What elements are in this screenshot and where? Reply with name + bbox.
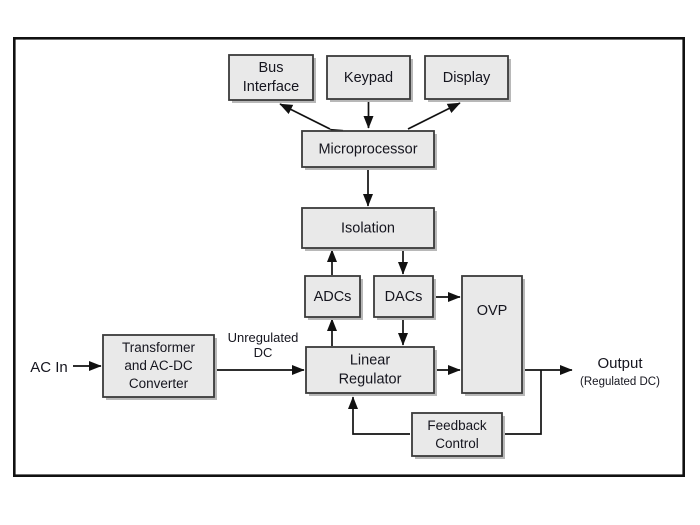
block-microprocessor[interactable]: Microprocessor bbox=[301, 130, 437, 170]
keypad-label: Keypad bbox=[344, 70, 393, 86]
keypad-box bbox=[326, 55, 411, 100]
free-label-layer: AC In Unregulated DC Output (Regulated D… bbox=[30, 330, 660, 388]
connector-layer bbox=[73, 100, 573, 435]
transformer-label-line1: Transformer bbox=[122, 340, 196, 355]
bus-interface-label-line2: Interface bbox=[243, 79, 299, 95]
microprocessor-box bbox=[301, 130, 435, 168]
bus-interface-box bbox=[228, 54, 314, 101]
adcs-label: ADCs bbox=[314, 289, 352, 305]
ovp-label: OVP bbox=[477, 303, 508, 319]
diagram-frame bbox=[13, 36, 686, 477]
transformer-label-line3: Converter bbox=[129, 376, 189, 391]
microprocessor-label: Microprocessor bbox=[318, 141, 417, 157]
transformer-box bbox=[102, 334, 215, 398]
regulated-dc-label: (Regulated DC) bbox=[580, 376, 660, 388]
linear-regulator-box bbox=[305, 346, 435, 394]
block-ovp[interactable]: OVP bbox=[461, 275, 525, 396]
block-isolation[interactable]: Isolation bbox=[301, 207, 437, 251]
unregulated-dc-label-line2: DC bbox=[254, 345, 273, 360]
feedback-control-label-line2: Control bbox=[435, 436, 479, 451]
bus-interface-label-line1: Bus bbox=[259, 60, 284, 76]
block-adcs[interactable]: ADCs bbox=[304, 275, 363, 320]
block-bus-interface[interactable]: Bus Interface bbox=[228, 54, 316, 103]
display-box bbox=[424, 55, 509, 100]
dacs-label: DACs bbox=[385, 289, 423, 305]
dacs-box bbox=[373, 275, 434, 318]
block-keypad[interactable]: Keypad bbox=[326, 55, 413, 102]
block-dacs[interactable]: DACs bbox=[373, 275, 436, 320]
block-feedback-control[interactable]: Feedback Control bbox=[411, 412, 505, 459]
block-display[interactable]: Display bbox=[424, 55, 511, 102]
connector-microprocessor-display bbox=[407, 102, 461, 130]
ovp-box bbox=[461, 275, 523, 394]
block-linear-regulator[interactable]: Linear Regulator bbox=[305, 346, 437, 396]
connector-output-tap-feedback-control bbox=[504, 370, 542, 435]
adcs-box bbox=[304, 275, 361, 318]
connector-feedback-control-linear-regulator bbox=[347, 396, 410, 435]
block-transformer[interactable]: Transformer and AC-DC Converter bbox=[102, 334, 217, 400]
linear-regulator-label-line2: Regulator bbox=[339, 371, 402, 387]
display-label: Display bbox=[443, 70, 491, 86]
block-layer: Bus Interface Keypad Display Microproces… bbox=[102, 54, 525, 459]
feedback-control-box bbox=[411, 412, 503, 457]
isolation-label: Isolation bbox=[341, 220, 395, 236]
connector-microprocessor-bus-interface bbox=[279, 103, 344, 140]
unregulated-dc-label-line1: Unregulated bbox=[228, 330, 299, 345]
ac-in-label: AC In bbox=[30, 359, 68, 376]
output-label: Output bbox=[597, 355, 643, 372]
feedback-control-label-line1: Feedback bbox=[427, 418, 487, 433]
transformer-label-line2: and AC-DC bbox=[124, 358, 193, 373]
linear-regulator-label-line1: Linear bbox=[350, 352, 390, 368]
isolation-box bbox=[301, 207, 435, 249]
